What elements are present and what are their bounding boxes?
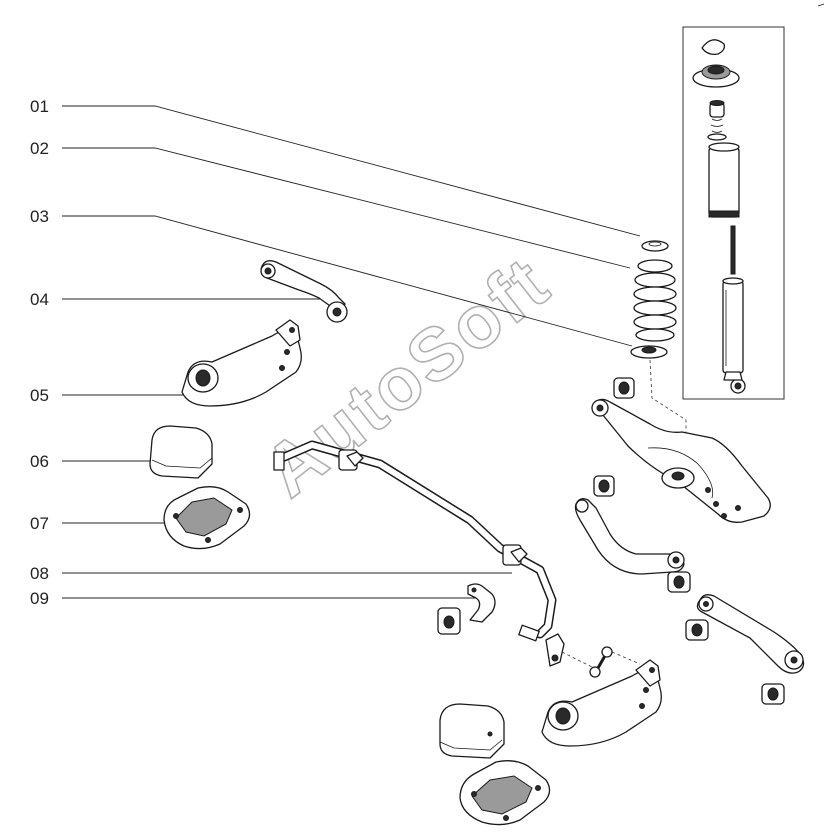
stabilizer-bushing <box>437 583 496 635</box>
callout-label-04: 04 <box>30 290 49 309</box>
lateral-arm <box>696 594 805 674</box>
leader-line-03 <box>62 215 633 347</box>
top-mount <box>692 64 740 88</box>
base-plate-lower <box>459 760 551 826</box>
callout-label-07: 07 <box>30 514 49 533</box>
callout-label-01: 01 <box>30 97 49 116</box>
lower-control-arm <box>591 398 771 523</box>
stabilizer-end-link <box>545 633 641 678</box>
dust-boot <box>708 142 740 218</box>
corner-mark <box>817 3 825 7</box>
toe-link-bushings <box>593 475 691 593</box>
callout-07[interactable]: 07 <box>30 514 170 533</box>
callout-label-06: 06 <box>30 452 49 471</box>
shock-absorber-inset <box>682 26 785 400</box>
leader-line-02 <box>62 147 631 269</box>
toe-link-arm <box>574 498 685 575</box>
top-cap <box>701 39 726 56</box>
lateral-arm-bushings <box>685 619 785 705</box>
bump-stop-cover-upper <box>149 425 213 479</box>
callout-label-09: 09 <box>30 589 49 608</box>
damper-body <box>722 277 746 394</box>
callout-label-03: 03 <box>30 207 49 226</box>
bump-stop-cover-lower <box>439 703 505 759</box>
callout-08[interactable]: 08 <box>30 564 512 583</box>
knuckle-arm-lower <box>541 659 662 747</box>
callout-01[interactable]: 01 <box>30 97 641 237</box>
callout-05[interactable]: 05 <box>30 386 185 405</box>
knuckle-arm-upper <box>181 319 302 407</box>
lower-arm-bushing <box>613 377 635 399</box>
stabilizer-bar <box>273 440 557 642</box>
spring-seat-upper <box>641 240 669 252</box>
callout-04[interactable]: 04 <box>30 290 320 309</box>
callout-label-05: 05 <box>30 386 49 405</box>
base-plate-upper <box>163 486 251 550</box>
upper-control-arm <box>260 260 348 323</box>
spring-seat-lower <box>630 345 668 359</box>
leader-line-01 <box>62 105 641 237</box>
callout-02[interactable]: 02 <box>30 139 631 269</box>
strut-rod <box>730 225 736 275</box>
callout-06[interactable]: 06 <box>30 452 150 471</box>
callout-label-08: 08 <box>30 564 49 583</box>
callout-label-02: 02 <box>30 139 49 158</box>
bump-stop <box>707 100 727 141</box>
coil-spring <box>633 259 677 342</box>
callout-03[interactable]: 03 <box>30 207 633 347</box>
callout-09[interactable]: 09 <box>30 589 478 608</box>
